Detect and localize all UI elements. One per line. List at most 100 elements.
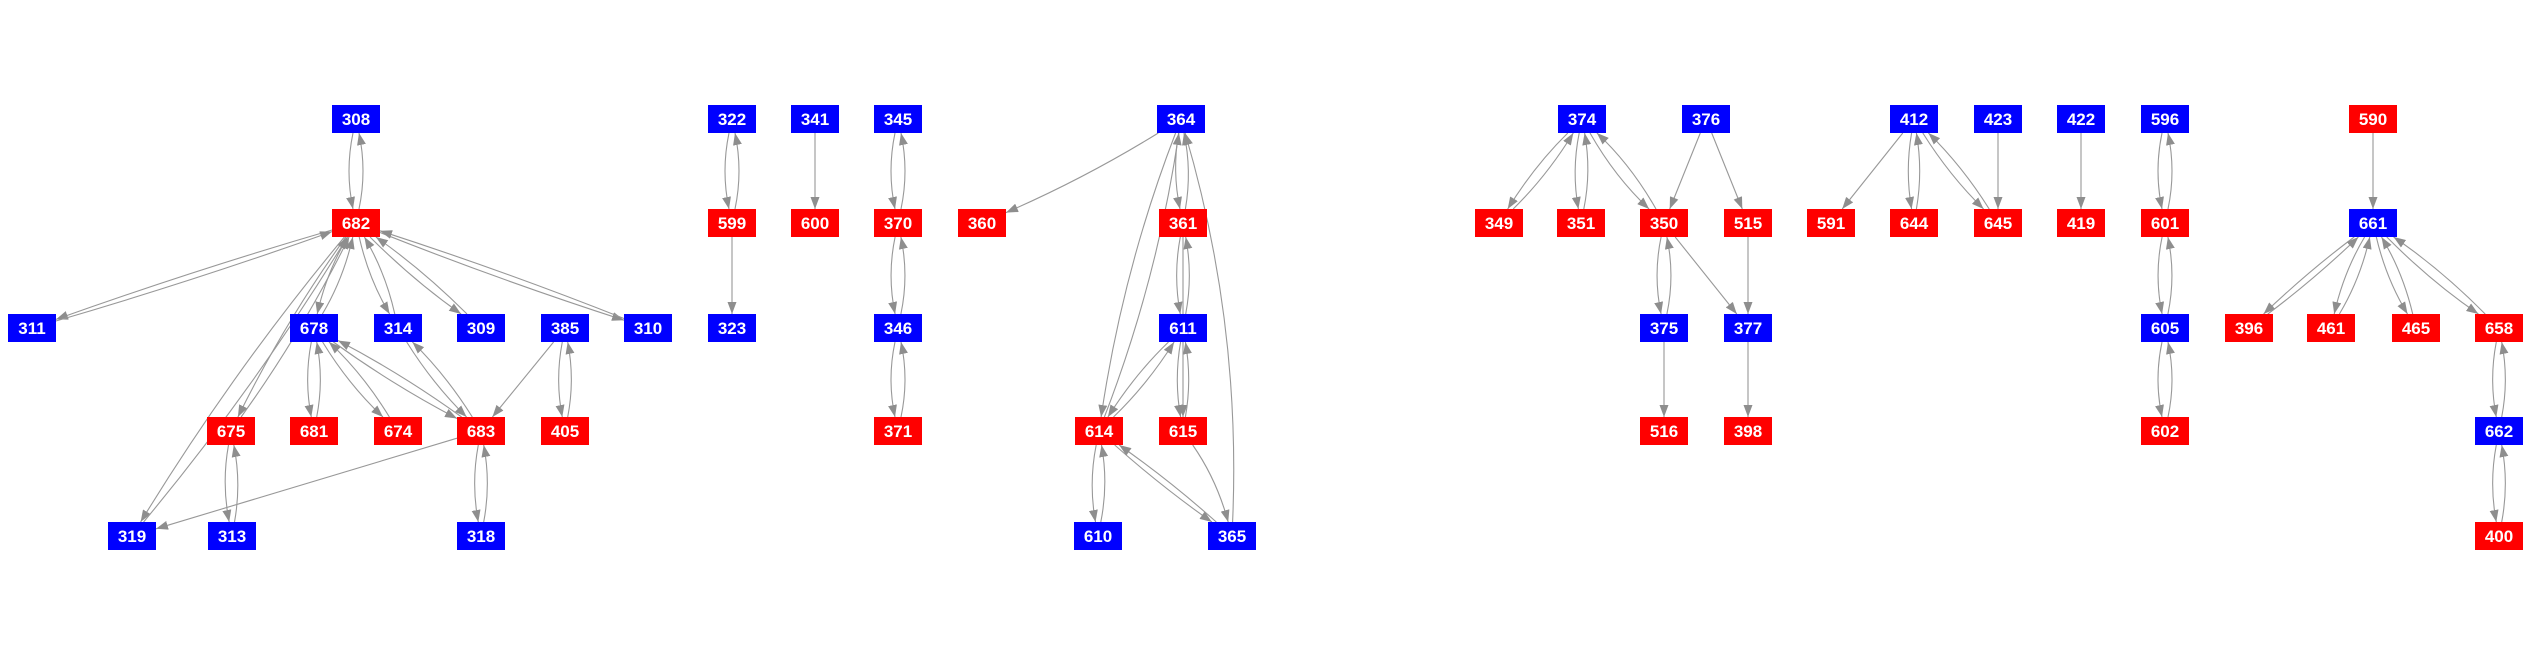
node-box-678	[290, 314, 338, 342]
graph-edge-412-644	[1905, 132, 1914, 210]
graph-edge-365-364	[1184, 132, 1235, 523]
node-box-377	[1724, 314, 1772, 342]
node-label-319: 319	[118, 527, 146, 546]
graph-node-662: 662	[2475, 417, 2523, 445]
graph-node-375: 375	[1640, 314, 1688, 342]
node-label-311: 311	[18, 319, 45, 338]
graph-edge-614-364	[1103, 132, 1182, 418]
node-box-516	[1640, 417, 1688, 445]
node-box-590	[2349, 105, 2397, 133]
node-label-349: 349	[1485, 214, 1513, 233]
node-box-658	[2475, 314, 2523, 342]
graph-edge-461-661	[2338, 236, 2372, 315]
graph-edge-371-346	[899, 341, 908, 418]
graph-edge-350-377	[1674, 236, 1738, 315]
node-box-374	[1558, 105, 1606, 133]
graph-edge-682-311	[55, 229, 333, 320]
graph-node-605: 605	[2141, 314, 2189, 342]
node-label-398: 398	[1734, 422, 1762, 441]
node-label-605: 605	[2151, 319, 2179, 338]
graph-node-360: 360	[958, 209, 1006, 237]
node-label-419: 419	[2067, 214, 2095, 233]
graph-edge-374-349	[1507, 132, 1569, 210]
graph-edge-370-346	[888, 236, 898, 315]
graph-node-309: 309	[457, 314, 505, 342]
graph-edge-318-683	[481, 444, 491, 523]
node-box-398	[1724, 417, 1772, 445]
node-label-377: 377	[1734, 319, 1762, 338]
graph-node-374: 374	[1558, 105, 1606, 133]
graph-edge-683-319	[155, 437, 458, 530]
node-box-683	[457, 417, 505, 445]
graph-edge-412-591	[1841, 132, 1904, 210]
graph-edge-405-385	[565, 341, 575, 418]
graph-edge-611-614	[1107, 341, 1169, 418]
graph-edge-662-658	[2499, 341, 2509, 418]
graph-edge-644-412	[1914, 132, 1923, 210]
node-box-313	[208, 522, 256, 550]
graph-node-346: 346	[874, 314, 922, 342]
graph-node-601: 601	[2141, 209, 2189, 237]
graph-edge-605-602	[2155, 341, 2164, 418]
node-box-605	[2141, 314, 2189, 342]
graph-edge-611-615	[1174, 341, 1183, 418]
node-label-365: 365	[1218, 527, 1246, 546]
node-label-461: 461	[2317, 319, 2345, 338]
node-box-614	[1075, 417, 1123, 445]
node-label-599: 599	[718, 214, 746, 233]
graph-edge-615-365	[1192, 444, 1230, 523]
node-label-350: 350	[1650, 214, 1678, 233]
graph-edge-361-364	[1182, 132, 1191, 210]
graph-node-644: 644	[1890, 209, 1938, 237]
node-box-319	[108, 522, 156, 550]
node-box-365	[1208, 522, 1256, 550]
graph-node-322: 322	[708, 105, 756, 133]
node-label-614: 614	[1085, 422, 1114, 441]
graph-node-419: 419	[2057, 209, 2105, 237]
graph-edge-309-682	[375, 236, 468, 315]
graph-edge-465-661	[2381, 236, 2414, 315]
graph-edge-683-318	[471, 444, 481, 523]
graph-edge-308-682	[346, 132, 355, 210]
graph-node-412: 412	[1890, 105, 1938, 133]
node-label-615: 615	[1169, 422, 1197, 441]
node-label-412: 412	[1900, 110, 1928, 129]
graph-node-681: 681	[290, 417, 338, 445]
graph-edge-682-675	[237, 236, 347, 418]
graph-edge-614-611	[1113, 341, 1175, 418]
graph-node-516: 516	[1640, 417, 1688, 445]
graph-edge-610-614	[1099, 444, 1109, 523]
graph-edge-678-682	[321, 236, 355, 315]
graph-edge-350-375	[1654, 236, 1664, 315]
node-label-516: 516	[1650, 422, 1678, 441]
graph-node-658: 658	[2475, 314, 2523, 342]
graph-node-396: 396	[2225, 314, 2273, 342]
node-label-644: 644	[1900, 214, 1929, 233]
graph-edge-682-319	[140, 236, 345, 523]
node-label-600: 600	[801, 214, 829, 233]
node-box-318	[457, 522, 505, 550]
node-label-678: 678	[300, 319, 328, 338]
node-box-644	[1890, 209, 1938, 237]
node-label-318: 318	[467, 527, 495, 546]
node-box-610	[1074, 522, 1122, 550]
graph-edge-322-599	[722, 132, 731, 210]
graph-node-313: 313	[208, 522, 256, 550]
graph-edge-614-610	[1088, 444, 1098, 523]
graph-node-515: 515	[1724, 209, 1772, 237]
graph-node-398: 398	[1724, 417, 1772, 445]
node-box-674	[374, 417, 422, 445]
graph-edge-365-614	[1118, 444, 1217, 523]
node-box-405	[541, 417, 589, 445]
graph-edge-661-465	[2375, 236, 2408, 315]
graph-node-405: 405	[541, 417, 589, 445]
node-label-662: 662	[2485, 422, 2513, 441]
graph-node-645: 645	[1974, 209, 2022, 237]
node-box-675	[207, 417, 255, 445]
graph-edge-374-350	[1589, 132, 1650, 210]
node-label-370: 370	[884, 214, 912, 233]
graph-node-596: 596	[2141, 105, 2189, 133]
graph-node-371: 371	[874, 417, 922, 445]
node-box-681	[290, 417, 338, 445]
